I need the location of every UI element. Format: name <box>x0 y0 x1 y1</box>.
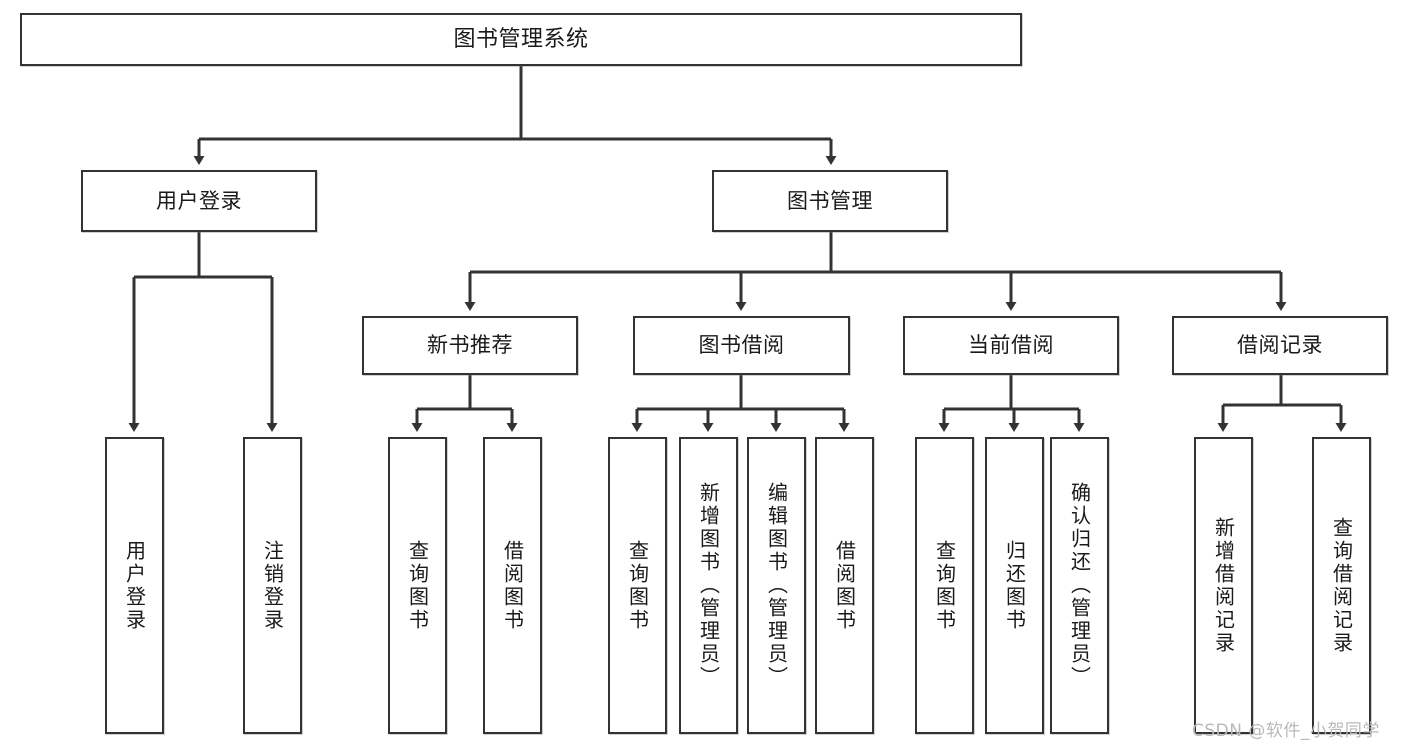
node-leaf-return-book[interactable]: 归还图书 <box>985 437 1044 734</box>
node-leaf-confirm-return[interactable]: 确认归还（管理员） <box>1050 437 1109 734</box>
node-leaf-query-book-3[interactable]: 查询图书 <box>915 437 974 734</box>
node-leaf-edit-book[interactable]: 编辑图书（管理员） <box>747 437 806 734</box>
node-leaf-add-record[interactable]: 新增借阅记录 <box>1194 437 1253 734</box>
node-borrow-record[interactable]: 借阅记录 <box>1172 316 1388 375</box>
node-leaf-return-book-label: 归还图书 <box>1002 539 1027 632</box>
node-root[interactable]: 图书管理系统 <box>20 13 1022 66</box>
node-book-manage-label: 图书管理 <box>787 188 873 213</box>
node-leaf-edit-book-label: 编辑图书（管理员） <box>764 482 789 689</box>
node-leaf-query-book-2-label: 查询图书 <box>625 539 650 632</box>
node-leaf-query-book-2[interactable]: 查询图书 <box>608 437 667 734</box>
node-leaf-add-record-label: 新增借阅记录 <box>1211 516 1236 655</box>
node-user-login-label: 用户登录 <box>156 188 242 213</box>
node-book-manage[interactable]: 图书管理 <box>712 170 948 232</box>
node-leaf-borrow-book-2[interactable]: 借阅图书 <box>815 437 874 734</box>
node-leaf-logout[interactable]: 注销登录 <box>243 437 302 734</box>
node-leaf-borrow-book-2-label: 借阅图书 <box>832 539 857 632</box>
node-current-borrow[interactable]: 当前借阅 <box>903 316 1119 375</box>
node-borrow-record-label: 借阅记录 <box>1237 333 1323 358</box>
node-leaf-logout-label: 注销登录 <box>260 539 285 632</box>
node-leaf-query-book-1-label: 查询图书 <box>405 539 430 632</box>
node-new-book-recommend[interactable]: 新书推荐 <box>362 316 578 375</box>
node-user-login[interactable]: 用户登录 <box>81 170 317 232</box>
node-leaf-query-book-1[interactable]: 查询图书 <box>388 437 447 734</box>
node-leaf-borrow-book-1-label: 借阅图书 <box>500 539 525 632</box>
watermark: CSDN @软件_小贺同学 <box>1192 721 1380 741</box>
node-leaf-user-login-label: 用户登录 <box>122 539 147 632</box>
node-leaf-confirm-return-label: 确认归还（管理员） <box>1067 482 1092 689</box>
node-book-borrow-label: 图书借阅 <box>698 333 785 358</box>
node-leaf-borrow-book-1[interactable]: 借阅图书 <box>483 437 542 734</box>
node-leaf-query-record[interactable]: 查询借阅记录 <box>1312 437 1371 734</box>
node-new-book-recommend-label: 新书推荐 <box>427 333 513 358</box>
node-leaf-add-book[interactable]: 新增图书（管理员） <box>679 437 738 734</box>
node-leaf-query-record-label: 查询借阅记录 <box>1329 516 1354 655</box>
node-root-label: 图书管理系统 <box>453 26 589 52</box>
node-leaf-add-book-label: 新增图书（管理员） <box>696 482 721 689</box>
node-book-borrow[interactable]: 图书借阅 <box>633 316 850 375</box>
node-leaf-query-book-3-label: 查询图书 <box>932 539 957 632</box>
node-leaf-user-login[interactable]: 用户登录 <box>105 437 164 734</box>
node-current-borrow-label: 当前借阅 <box>968 333 1054 358</box>
